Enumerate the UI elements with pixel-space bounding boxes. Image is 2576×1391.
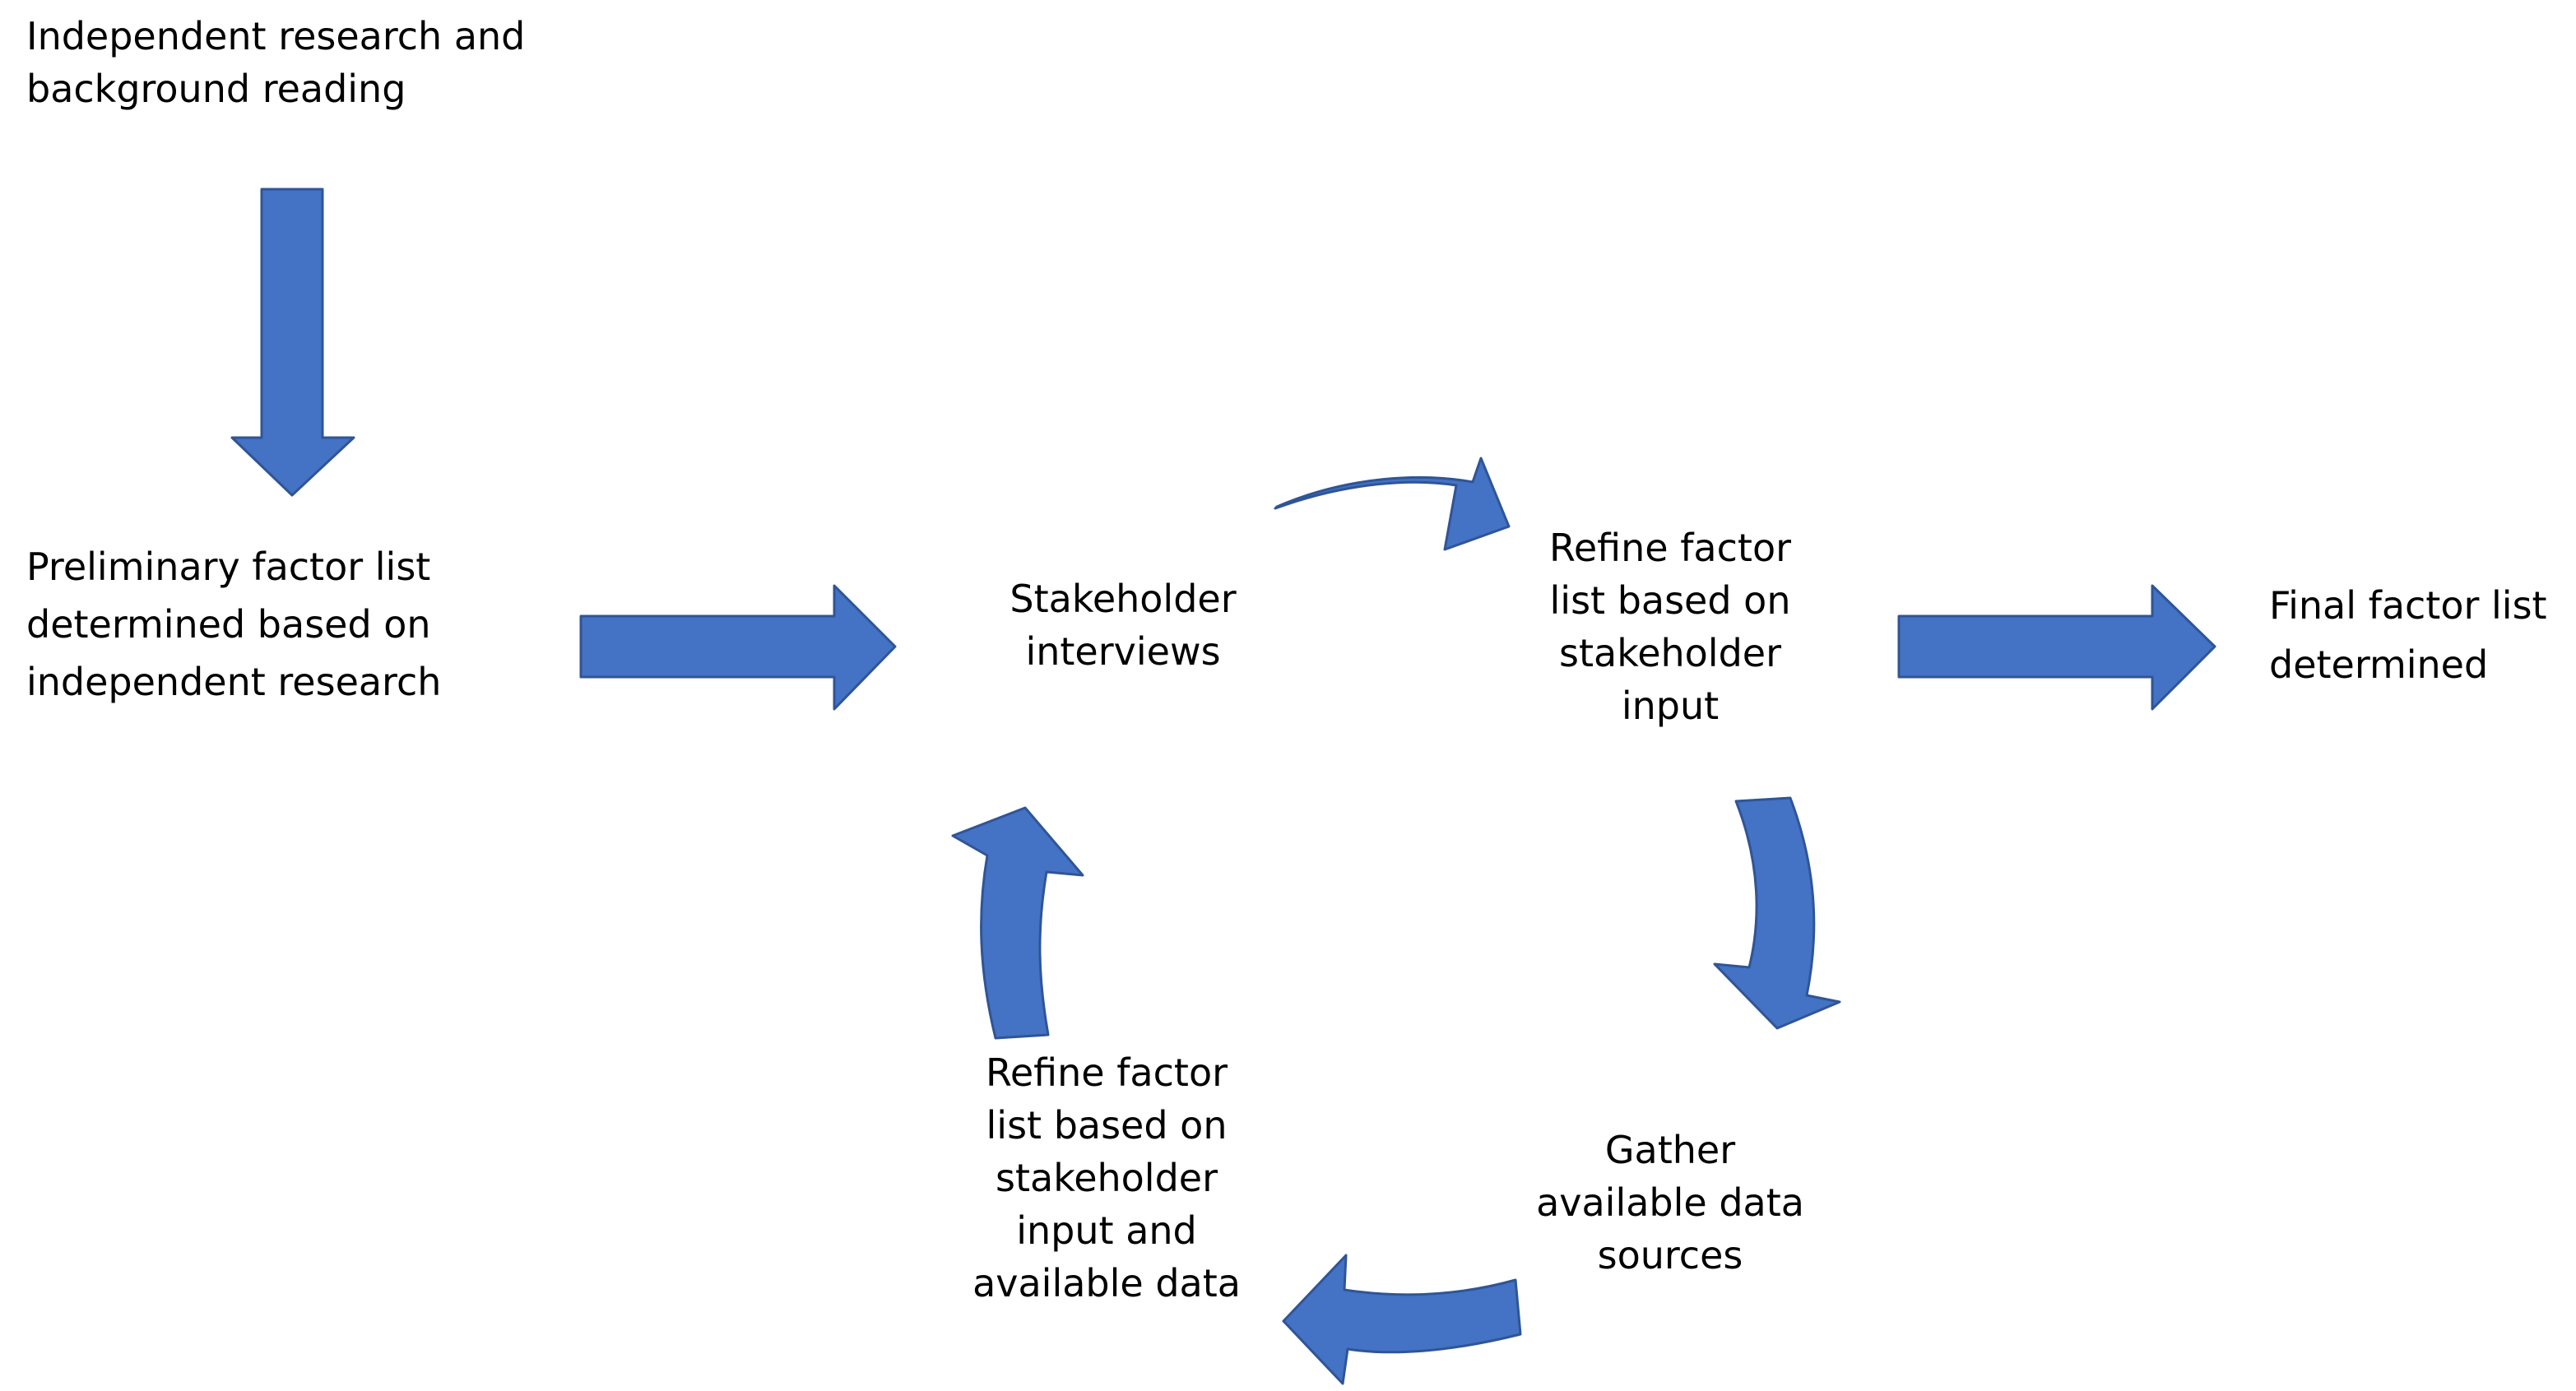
node-preliminary-factor-list: Preliminary factor list determined based… (26, 538, 441, 711)
node-gather-data-sources: Gather available data sources (1514, 1124, 1826, 1282)
node-line: Final factor list (2269, 583, 2547, 628)
node-line: available data (1536, 1180, 1804, 1225)
curved-arrow-refine-data-to-interviews (951, 806, 1084, 1040)
node-stakeholder-interviews: Stakeholder interviews (987, 573, 1259, 678)
node-line: Refine factor (1548, 526, 1791, 570)
node-line: list based on (986, 1103, 1228, 1148)
node-line: Stakeholder (1010, 577, 1237, 621)
node-line: independent research (26, 660, 442, 704)
arrow-right-refine-to-final (1897, 584, 2216, 711)
node-line: available data (972, 1261, 1241, 1305)
node-line: determined (2269, 642, 2489, 687)
node-line: stakeholder (996, 1156, 1218, 1200)
node-line: Independent research and (26, 14, 526, 58)
arrow-down-research-to-preliminary (230, 188, 355, 497)
arrow-right-preliminary-to-interviews (579, 584, 897, 711)
node-line: input and (1016, 1208, 1197, 1253)
node-independent-research: Independent research and background read… (26, 10, 525, 115)
node-line: input (1621, 684, 1720, 728)
node-line: Refine factor (985, 1050, 1228, 1095)
node-line: background reading (26, 67, 406, 111)
curved-arrow-refine-to-gather (1713, 796, 1841, 1030)
node-line: stakeholder (1559, 631, 1781, 675)
curved-arrow-gather-to-refine-data (1282, 1254, 1522, 1385)
node-line: determined based on (26, 602, 431, 647)
node-line: interviews (1025, 629, 1221, 674)
node-refine-stakeholder-data: Refine factor list based on stakeholder … (946, 1046, 1267, 1310)
node-final-factor-list: Final factor list determined (2269, 576, 2547, 694)
node-line: sources (1597, 1233, 1743, 1277)
curved-arrow-interviews-to-refine (1274, 457, 1511, 551)
node-line: list based on (1549, 578, 1791, 623)
node-line: Gather (1604, 1128, 1736, 1172)
node-line: Preliminary factor list (26, 545, 431, 589)
node-refine-stakeholder-input: Refine factor list based on stakeholder … (1530, 522, 1810, 732)
